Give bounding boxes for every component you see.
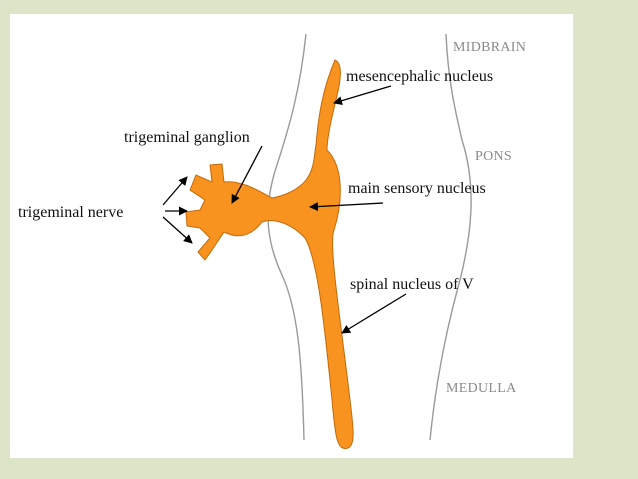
main-sensory-nucleus-label: main sensory nucleus — [348, 180, 486, 197]
ganglion-arrow — [231, 145, 263, 204]
spinal-nucleus-arrow — [341, 293, 407, 334]
nerve-arrow-upper — [162, 176, 188, 206]
brainstem-right-outline — [429, 33, 472, 441]
nerve-arrow-lower — [162, 216, 193, 244]
pons-label: PONS — [475, 149, 512, 164]
trigeminal-ganglion-label: trigeminal ganglion — [124, 129, 250, 146]
mesencephalic-arrow — [333, 85, 392, 106]
midbrain-label: MIDBRAIN — [453, 40, 526, 55]
medulla-label: MEDULLA — [446, 381, 517, 396]
main-sensory-arrow — [309, 202, 384, 212]
trigeminal-nerve-label: trigeminal nerve — [18, 204, 123, 221]
mesencephalic-nucleus-label: mesencephalic nucleus — [346, 68, 493, 85]
spinal-nucleus-label: spinal nucleus of V — [350, 276, 474, 293]
brainstem-left-outline — [267, 33, 307, 441]
diagram-panel — [10, 14, 573, 458]
trigeminal-nucleus-complex — [185, 59, 354, 449]
